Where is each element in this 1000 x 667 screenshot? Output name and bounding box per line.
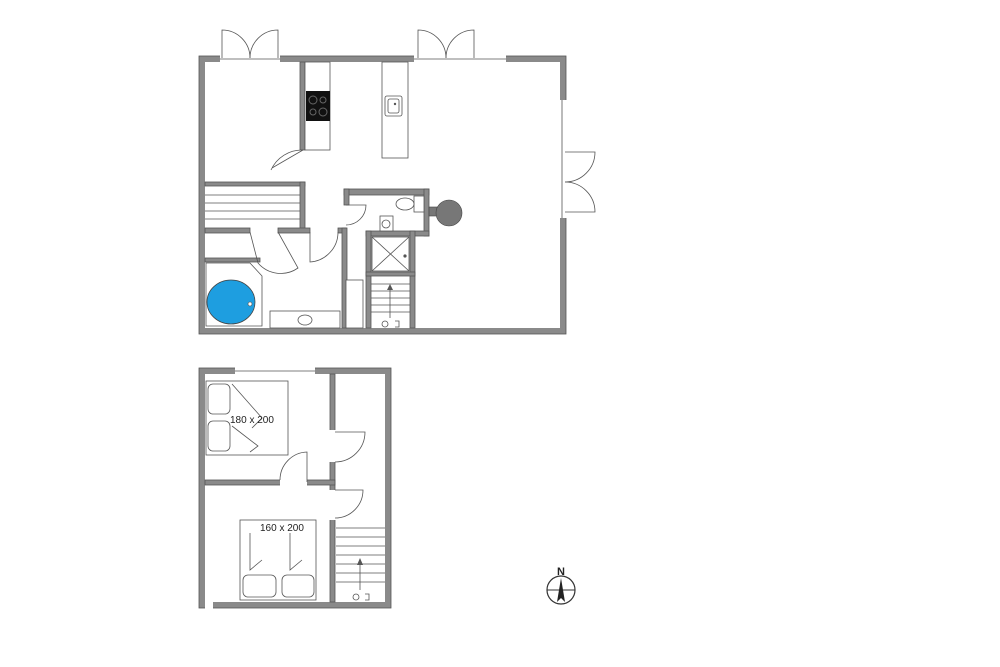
bathroom-door[interactable] — [309, 231, 339, 263]
compass-north-label: N — [557, 566, 565, 578]
bathroom-sink-icon — [269, 310, 341, 329]
partition-bath-east — [341, 227, 348, 329]
partition-bath-top-left — [204, 227, 251, 234]
partition-sauna-top — [204, 181, 306, 187]
bathroom-cabinet — [345, 279, 364, 329]
french-door-top-right[interactable] — [417, 29, 475, 59]
east-door-opening — [558, 100, 567, 218]
toilet-icon — [395, 195, 425, 213]
upper-floor: 180 x 200 160 x 200 — [198, 367, 392, 609]
kitchen-sink-icon — [384, 95, 403, 117]
sauna-bench — [205, 194, 300, 220]
bed-size-label-lower: 160 x 200 — [260, 523, 304, 534]
shower-icon — [371, 236, 410, 272]
double-bed-upper: 180 x 200 — [205, 380, 289, 456]
upper-partition-bedrooms — [204, 479, 336, 486]
kitchen-door[interactable] — [270, 149, 304, 171]
bed-size-label-upper: 180 x 200 — [230, 415, 274, 426]
stairwell-door-opening-1 — [329, 430, 336, 462]
double-bed-lower: 160 x 200 — [239, 519, 317, 601]
upper-corner-opening — [205, 600, 213, 609]
sauna-door[interactable] — [249, 231, 299, 274]
ground-floor — [198, 29, 596, 335]
wc-top-wall — [343, 188, 430, 196]
staircase-upper — [336, 527, 385, 601]
wc-west-wall — [343, 188, 350, 206]
wc-door[interactable] — [345, 204, 367, 226]
staircase-ground — [371, 283, 410, 328]
stairwell-door-opening-2 — [329, 490, 336, 520]
shower-bottom-wall — [365, 271, 416, 277]
french-door-top-left[interactable] — [221, 29, 279, 59]
stove-icon — [306, 91, 330, 121]
bedroom-1-door[interactable] — [334, 431, 366, 463]
partition-bath-top-mid — [277, 227, 311, 234]
partition-sauna-east — [299, 181, 306, 233]
partition-kitchen-west — [299, 61, 306, 151]
wc-bottom-wall — [365, 230, 430, 237]
partition-tub-top — [204, 257, 261, 263]
compass-icon: N — [546, 566, 576, 605]
french-door-east[interactable] — [564, 151, 596, 213]
wc-east-wall — [423, 188, 430, 237]
wc-sink-icon — [379, 215, 394, 232]
bedroom-2-door[interactable] — [334, 489, 364, 519]
shower-west-wall — [365, 230, 372, 329]
wood-stove-icon — [428, 199, 463, 227]
shower-east-wall — [409, 230, 416, 329]
hall-door[interactable] — [279, 451, 308, 482]
bedroom-door-opening — [280, 479, 307, 486]
upper-partition-stairwell — [329, 373, 336, 603]
bathtub-icon — [205, 262, 263, 327]
